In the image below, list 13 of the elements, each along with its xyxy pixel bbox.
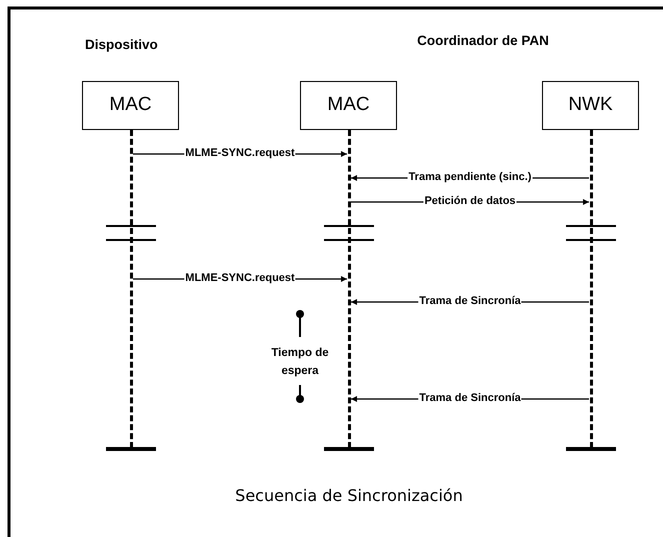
participant-heading: Dispositivo [85,36,159,54]
layer-box: MAC [300,81,397,130]
edge-label: MLME-SYNC.request [184,147,296,160]
caption: Secuencia de Sincronización [234,485,464,507]
lifeline [130,130,134,448]
layer-box: MAC [82,81,179,130]
layer-box: NWK [542,81,639,130]
wait-time-label: Tiempo de espera [270,346,330,379]
participant-heading: Coordinador de PAN [416,32,550,50]
edge-label: MLME-SYNC.request [184,272,296,285]
lifeline [348,130,352,448]
edge-label: Trama pendiente (sinc.) [408,171,532,184]
lifeline [590,130,594,448]
